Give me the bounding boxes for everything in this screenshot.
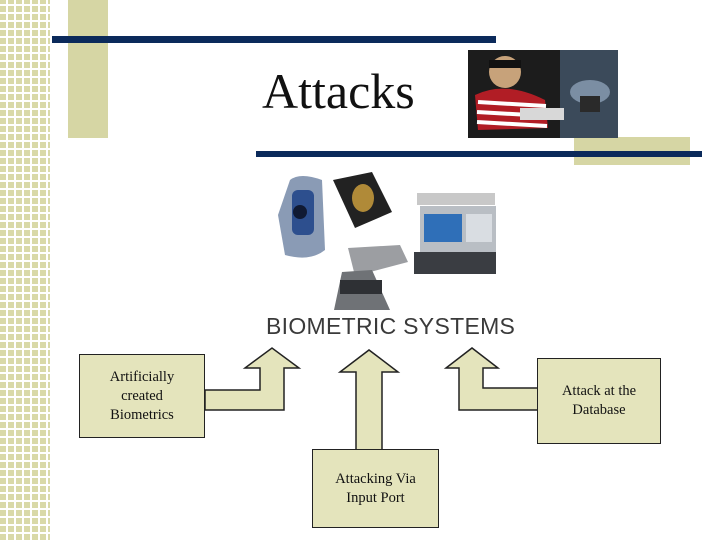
slide-title: Attacks [262,63,415,119]
artificial-biometrics-label: Artificially created Biometrics [109,368,175,423]
biometric-systems-label: BIOMETRIC SYSTEMS [266,313,516,339]
arrow-from-artificial-biometrics [204,347,302,411]
database-box: Attack at the Database [537,358,661,444]
artificial-biometrics-box: Artificially created Biometrics [79,354,205,438]
title-rule-bottom [256,151,702,157]
left-striped-border [0,0,50,540]
title-accent-block-left [68,0,108,138]
hacker-photo-icon [468,50,618,138]
input-port-box: Attacking Via Input Port [312,449,439,528]
biometric-devices-photo [278,172,496,310]
database-label: Attack at the Database [561,383,637,418]
input-port-label: Attacking Via Input Port [335,470,416,506]
arrow-from-input-port [337,349,401,451]
arrow-from-database [443,347,539,411]
title-rule-top [52,36,496,43]
